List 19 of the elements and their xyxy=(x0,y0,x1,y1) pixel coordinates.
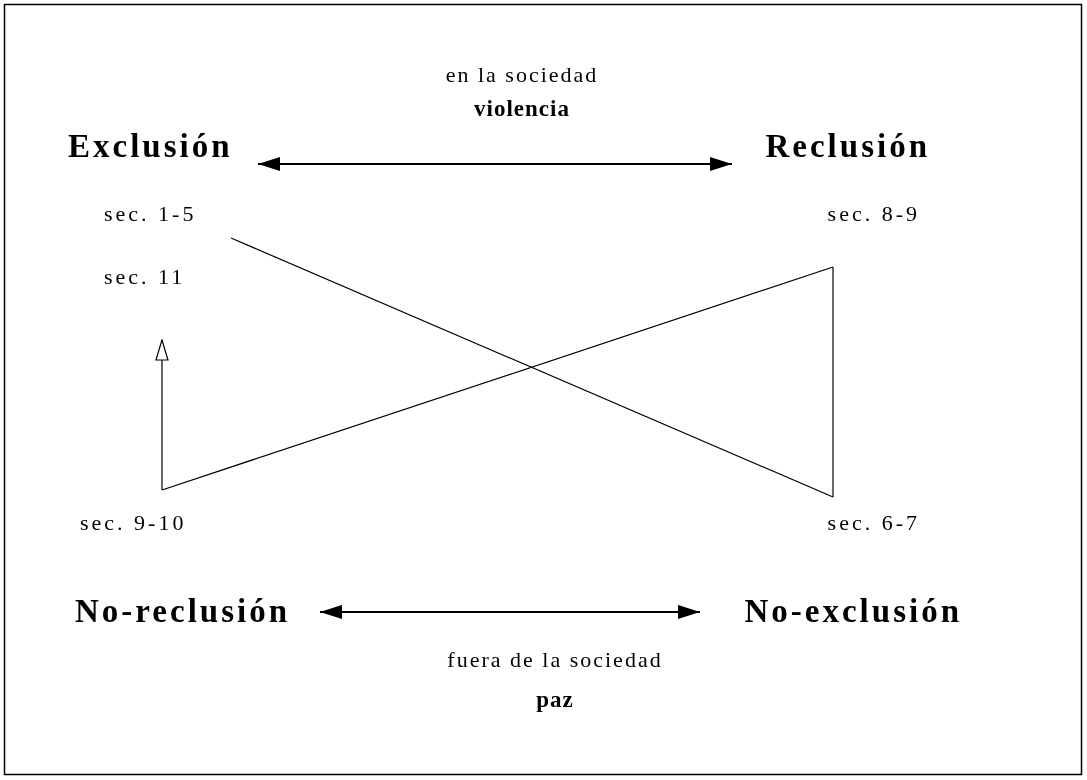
keyword-label: violencia xyxy=(474,97,570,120)
context-label: en la sociedad xyxy=(445,64,599,86)
section-label: sec. 6-7 xyxy=(827,512,920,534)
concept-heading: Reclusión xyxy=(765,130,930,163)
connector-line xyxy=(230,237,834,498)
section-label: sec. 8-9 xyxy=(827,203,920,225)
keyword-label: paz xyxy=(536,688,574,711)
section-label: sec. 11 xyxy=(104,266,186,288)
section-label: sec. 9-10 xyxy=(80,512,187,534)
concept-heading: No-reclusión xyxy=(75,595,291,628)
concept-heading: Exclusión xyxy=(68,130,233,163)
context-label: fuera de la sociedad xyxy=(447,649,663,671)
connector-line xyxy=(161,266,834,491)
section-label: sec. 1-5 xyxy=(104,203,197,225)
double-arrow xyxy=(257,157,733,171)
arrow xyxy=(155,339,169,491)
connector-line xyxy=(832,266,834,498)
concept-heading: No-exclusión xyxy=(744,595,962,628)
double-arrow xyxy=(319,604,701,619)
